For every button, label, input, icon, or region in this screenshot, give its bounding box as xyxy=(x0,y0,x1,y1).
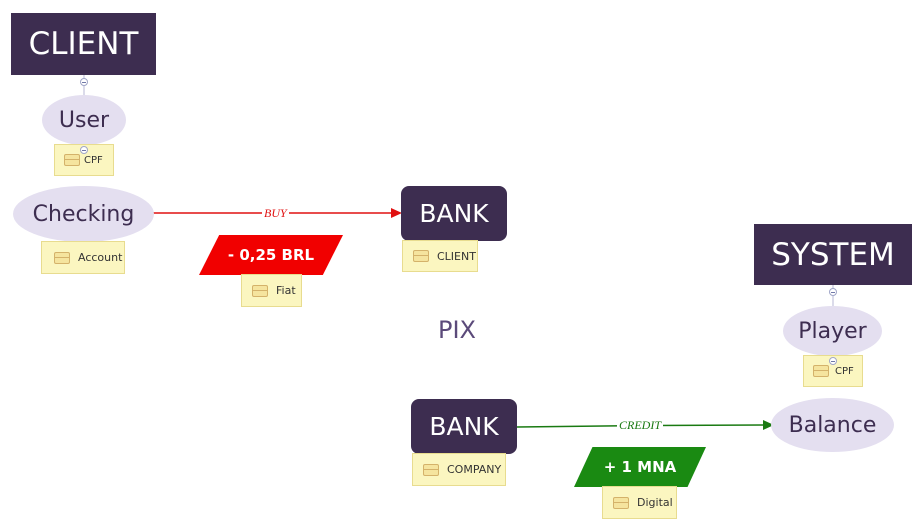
client-collapse-toggle[interactable] xyxy=(80,78,88,86)
checking-note-label: Account xyxy=(78,251,123,264)
buy-amount-label: - 0,25 BRL xyxy=(227,246,315,264)
checking-note[interactable]: Account xyxy=(41,241,125,274)
checking-node[interactable]: Checking xyxy=(13,186,154,242)
credit-amount-badge[interactable]: + 1 MNA xyxy=(574,447,706,487)
database-icon xyxy=(252,284,268,297)
balance-label: Balance xyxy=(788,412,877,438)
bank-company-note-label: COMPANY xyxy=(447,463,502,476)
credit-amount-note[interactable]: Digital xyxy=(602,486,677,519)
database-icon xyxy=(413,250,429,262)
credit-amount-label: + 1 MNA xyxy=(603,458,677,476)
database-icon xyxy=(613,496,629,509)
bank-client-node[interactable]: BANK xyxy=(401,186,507,241)
player-node[interactable]: Player xyxy=(783,306,882,356)
bank-client-label: BANK xyxy=(419,199,489,228)
user-collapse-toggle[interactable] xyxy=(80,146,88,154)
buy-amount-note-label: Fiat xyxy=(276,284,296,297)
buy-amount-note[interactable]: Fiat xyxy=(241,274,302,307)
credit-edge-arrowhead xyxy=(763,420,774,430)
system-collapse-toggle[interactable] xyxy=(829,288,837,296)
buy-edge-arrowhead xyxy=(391,208,402,218)
player-note[interactable]: CPF xyxy=(803,355,863,387)
credit-amount-note-label: Digital xyxy=(637,496,673,509)
client-title[interactable]: CLIENT xyxy=(11,13,156,75)
client-title-label: CLIENT xyxy=(28,26,139,62)
database-icon xyxy=(423,463,439,476)
database-icon xyxy=(64,154,80,166)
database-icon xyxy=(813,365,829,377)
credit-edge-label: CREDIT xyxy=(617,418,663,433)
bank-company-note[interactable]: COMPANY xyxy=(412,453,506,486)
bank-company-label: BANK xyxy=(429,412,499,441)
system-title[interactable]: SYSTEM xyxy=(754,224,912,285)
user-note-label: CPF xyxy=(84,154,103,166)
system-title-label: SYSTEM xyxy=(771,236,895,273)
player-label: Player xyxy=(798,318,867,344)
balance-node[interactable]: Balance xyxy=(771,398,894,452)
player-collapse-toggle[interactable] xyxy=(829,357,837,365)
user-label: User xyxy=(58,107,110,133)
user-note[interactable]: CPF xyxy=(54,144,114,176)
checking-label: Checking xyxy=(32,201,135,227)
user-node[interactable]: User xyxy=(42,95,126,145)
bank-client-note[interactable]: CLIENT xyxy=(402,240,478,272)
pix-label: PIX xyxy=(438,316,476,344)
player-note-label: CPF xyxy=(835,365,854,377)
bank-company-node[interactable]: BANK xyxy=(411,399,517,454)
database-icon xyxy=(54,251,70,264)
buy-edge-label: BUY xyxy=(262,206,289,221)
bank-client-note-label: CLIENT xyxy=(437,249,476,263)
buy-amount-badge[interactable]: - 0,25 BRL xyxy=(199,235,343,275)
